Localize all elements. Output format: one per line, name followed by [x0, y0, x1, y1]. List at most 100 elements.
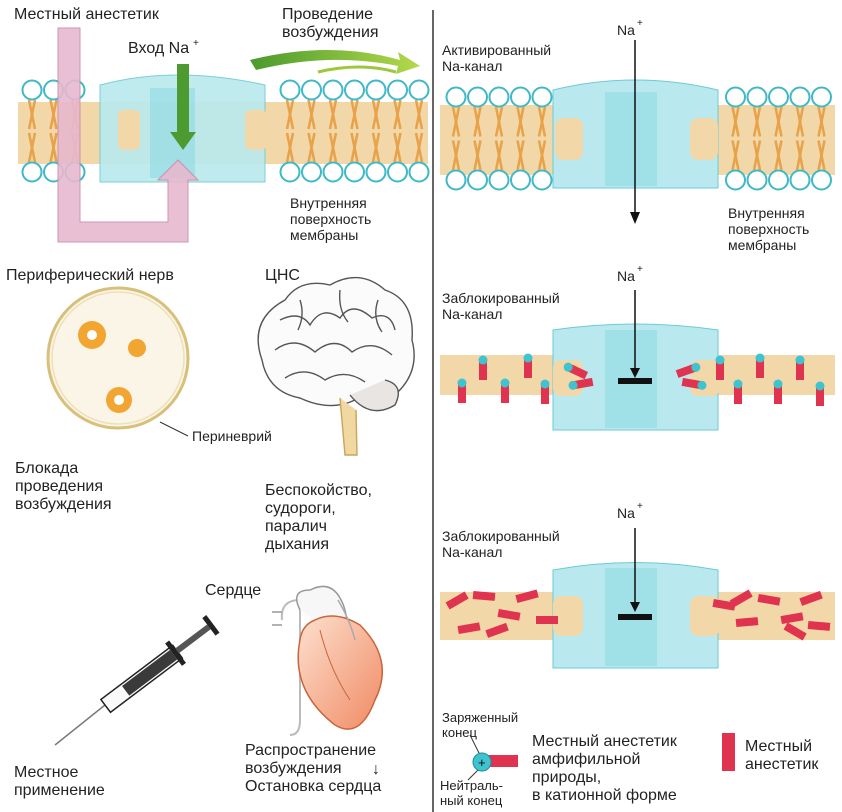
amphiphilic-anesthetic — [733, 379, 743, 404]
anesthetic-bar — [472, 590, 496, 601]
lipid-head — [387, 79, 408, 101]
label-local-anesthetic: Местный анестетик — [14, 6, 159, 23]
label-na-mid-sup: + — [637, 264, 643, 275]
anesthetic-head — [478, 355, 488, 365]
lipid-tail — [285, 99, 295, 130]
label-cns-effects: Беспокойство, судороги, паралич дыхания — [265, 482, 372, 553]
lipid-head — [531, 86, 553, 108]
anesthetic-tail — [458, 383, 466, 403]
anesthetic-tail — [774, 384, 782, 404]
anesthetic-head — [715, 355, 725, 365]
lipid-tail — [451, 140, 461, 171]
amphiphilic-anesthetic — [478, 355, 488, 380]
lipid-head — [21, 161, 43, 183]
anesthetic-tail — [716, 360, 724, 380]
label-heart-effects-2: возбуждения — [245, 760, 342, 777]
amphiphilic-anesthetic — [523, 353, 533, 378]
amphiphilic-anesthetic — [681, 377, 707, 390]
lipid-head — [531, 169, 553, 191]
label-na-entry: Вход Na — [128, 40, 190, 57]
lipid-tail — [328, 99, 338, 130]
label-heart-effects-1: Распространение — [245, 742, 377, 759]
amphiphilic-anesthetic — [815, 381, 825, 406]
lipid-tail — [537, 140, 547, 171]
lipid-tail — [27, 132, 37, 163]
heart-illustration — [272, 585, 383, 736]
lipid-head — [344, 161, 365, 183]
lipid-tail — [328, 132, 338, 163]
lipid-head — [488, 169, 510, 191]
label-heart-effects-arrow: ↓ — [372, 761, 380, 778]
lipid-head — [746, 86, 768, 108]
lipid-head — [746, 169, 768, 191]
na-entry-arrow — [170, 64, 196, 150]
lipid-tail — [393, 99, 402, 130]
label-heart: Сердце — [205, 582, 262, 599]
anesthetic-head — [540, 379, 550, 389]
lipid-head — [322, 79, 344, 101]
lipid-head — [301, 161, 322, 183]
syringe-illustration — [54, 615, 220, 746]
amphiphilic-anesthetic — [795, 355, 805, 380]
lipid-head — [789, 169, 811, 191]
lipid-tail — [473, 106, 482, 137]
lipid-tail — [27, 99, 37, 130]
amphiphilic-anesthetic — [540, 379, 550, 404]
anesthetic-tail — [756, 358, 764, 378]
lipid-tail — [817, 106, 826, 137]
brain-illustration — [257, 277, 415, 456]
lipid-tail — [414, 99, 424, 130]
peripheral-nerve-diagram — [46, 286, 190, 437]
anesthetic-bar — [757, 593, 781, 606]
anesthetic-bar — [457, 622, 481, 635]
anesthetic-bar — [485, 622, 509, 638]
block-bar — [618, 378, 652, 384]
lipid-tail — [350, 132, 359, 163]
legend-anesthetic-text: Местный анестетик — [745, 738, 819, 773]
lipid-head — [510, 169, 531, 191]
anesthetic-bar — [515, 589, 539, 603]
amphiphilic-anesthetic — [457, 378, 467, 403]
amphiphilic-anesthetic — [675, 362, 701, 378]
label-na-mid: Na — [617, 268, 635, 284]
anesthetic-tail — [541, 384, 549, 404]
label-na-entry-sup: + — [193, 38, 199, 49]
lipid-head — [811, 169, 832, 191]
legend-anesthetic-bar — [722, 733, 735, 771]
anesthetic-bar — [445, 591, 469, 610]
anesthetic-tail — [524, 358, 532, 378]
legend-charged-end: Заряженный конец — [442, 710, 519, 740]
lipid-tail — [516, 106, 525, 137]
anesthetic-tail — [816, 386, 824, 406]
lipid-tail — [731, 140, 740, 171]
anesthetic-tail — [681, 377, 703, 390]
amphiphilic-anesthetic — [715, 355, 725, 380]
lipid-tail — [307, 132, 316, 163]
lipid-tail — [393, 132, 402, 163]
anesthetic-head — [815, 381, 825, 391]
anesthetic-head — [500, 378, 510, 388]
label-inner-surface-right: Внутренняя поверхность мембраны — [728, 205, 810, 253]
lipid-head — [725, 86, 746, 108]
lipid-tail — [752, 140, 762, 171]
amphiphilic-anesthetic — [568, 377, 594, 390]
lipid-head — [445, 169, 467, 191]
lipid-head — [365, 79, 387, 101]
anesthetic-head — [691, 362, 701, 372]
lipid-tail — [817, 140, 826, 171]
anesthetic-head — [697, 380, 707, 390]
label-local-application: Местное применение — [14, 764, 105, 799]
label-blocked-channel-2: Заблокированный Na-канал — [442, 528, 560, 560]
anesthetic-tail — [734, 384, 742, 404]
amphiphilic-anesthetic — [773, 379, 783, 404]
activated-membrane — [440, 40, 835, 224]
legend-neutral-end: Нейтраль- ный конец — [440, 778, 503, 808]
amphiphilic-anesthetic — [500, 378, 510, 403]
lipid-tail — [494, 106, 504, 137]
lipid-head — [387, 161, 408, 183]
anesthetic-bar — [735, 617, 759, 628]
amphiphilic-anesthetic — [563, 362, 589, 380]
blocked-membrane-1 — [440, 290, 835, 431]
label-perineurium: Периневрий — [192, 428, 272, 444]
anesthetic-tail — [501, 383, 509, 403]
